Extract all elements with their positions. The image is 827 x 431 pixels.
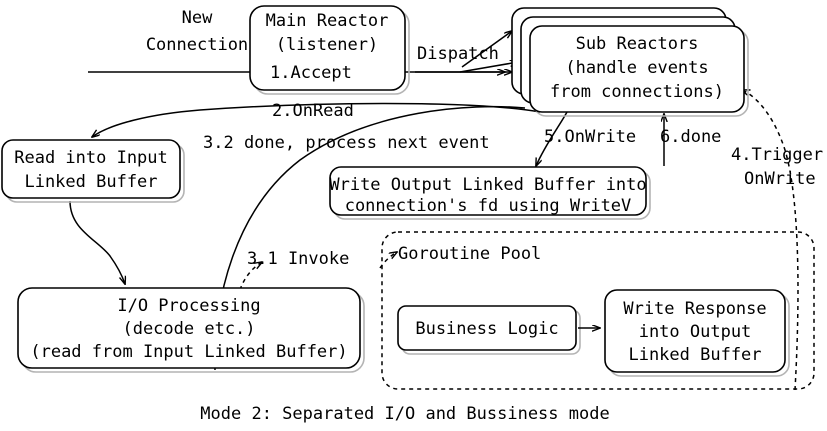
node-write-response[interactable] bbox=[604, 289, 790, 377]
edge-invoke bbox=[239, 252, 397, 291]
write-output-line2: connection's fd using WriteV bbox=[345, 196, 632, 216]
label-dispatch: Dispatch bbox=[417, 44, 499, 64]
write-response-line3: Linked Buffer bbox=[628, 345, 761, 365]
sub-reactors-line3: from connections) bbox=[550, 82, 724, 102]
label-on-read: 2.OnRead bbox=[272, 101, 354, 121]
node-sub-reactors[interactable] bbox=[511, 7, 749, 117]
read-input-line2: Linked Buffer bbox=[24, 172, 157, 192]
edge-on-read bbox=[92, 102, 541, 138]
label-trigger-onwrite: 4.Trigger OnWrite bbox=[731, 145, 823, 189]
trigger-onwrite-line2: OnWrite bbox=[744, 169, 816, 189]
business-logic-line1: Business Logic bbox=[415, 319, 558, 339]
write-response-line1: Write Response bbox=[623, 299, 766, 319]
node-io-processing[interactable] bbox=[17, 287, 365, 373]
sub-reactors-line2: (handle events bbox=[565, 58, 708, 78]
main-reactor-line1: Main Reactor bbox=[266, 11, 389, 31]
label-on-write: 5.OnWrite bbox=[544, 127, 636, 147]
label-sub-reactors: Sub Reactors (handle events from connect… bbox=[550, 34, 724, 102]
label-write-response: Write Response into Output Linked Buffer bbox=[623, 299, 766, 365]
io-processing-line1: I/O Processing bbox=[117, 296, 260, 316]
label-goroutine-pool: Goroutine Pool bbox=[398, 244, 541, 264]
label-write-output: Write Output Linked Buffer into connecti… bbox=[329, 175, 646, 216]
write-output-line1: Write Output Linked Buffer into bbox=[329, 175, 646, 195]
label-main-reactor: Main Reactor (listener) bbox=[266, 11, 389, 55]
io-processing-line3: (read from Input Linked Buffer) bbox=[30, 342, 347, 362]
node-main-reactor[interactable] bbox=[249, 5, 410, 95]
label-invoke: 3.1 Invoke bbox=[247, 249, 349, 269]
read-input-line1: Read into Input bbox=[14, 148, 168, 168]
sub-reactors-line1: Sub Reactors bbox=[576, 34, 699, 54]
node-read-into-input[interactable] bbox=[1, 139, 185, 203]
node-goroutine-pool[interactable] bbox=[381, 231, 815, 390]
label-accept: 1.Accept bbox=[270, 63, 352, 83]
main-reactor-line2: (listener) bbox=[276, 35, 378, 55]
edge-read-to-io bbox=[69, 200, 125, 284]
label-done-process-next: 3.2 done, process next event bbox=[203, 133, 490, 153]
diagram-caption: Mode 2: Separated I/O and Bussiness mode bbox=[200, 404, 609, 424]
io-processing-line2: (decode etc.) bbox=[122, 319, 255, 339]
node-business-logic[interactable] bbox=[397, 305, 581, 355]
label-done: 6.done bbox=[660, 127, 721, 147]
label-read-into-input: Read into Input Linked Buffer bbox=[14, 148, 168, 192]
label-business-logic: Business Logic bbox=[415, 319, 558, 339]
new-connection-line2: Connection bbox=[146, 35, 248, 55]
label-io-processing: I/O Processing (decode etc.) (read from … bbox=[30, 296, 347, 362]
label-new-connection: New Connection bbox=[146, 8, 248, 55]
trigger-onwrite-line1: 4.Trigger bbox=[731, 145, 823, 165]
goroutine-pool-title: Goroutine Pool bbox=[398, 244, 541, 264]
write-response-line2: into Output bbox=[639, 322, 752, 342]
edge-trigger-onwrite bbox=[742, 90, 799, 391]
edge-dispatch bbox=[415, 31, 518, 72]
new-connection-line1: New bbox=[182, 8, 213, 28]
node-write-output[interactable] bbox=[329, 166, 651, 220]
